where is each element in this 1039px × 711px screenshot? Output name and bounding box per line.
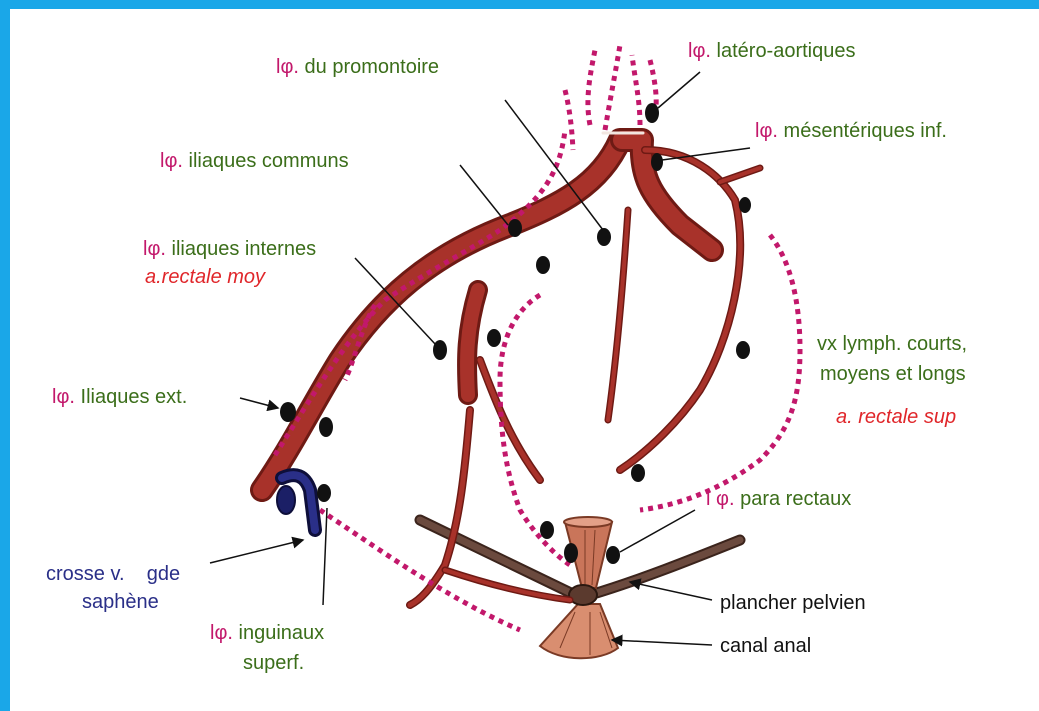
arteries (262, 133, 760, 605)
label-iliaques-communs: lφ. iliaques communs (160, 150, 349, 172)
label-iliaques-ext: lφ. Iliaques ext. (52, 386, 187, 408)
label-text: iliaques internes (172, 238, 317, 260)
label-prefix: lφ. (276, 56, 299, 78)
label-rectale-moy: a.rectale moy (145, 266, 265, 288)
label-prefix: lφ. (160, 150, 183, 172)
label-rectale-sup: a. rectale sup (836, 406, 956, 428)
label-inguinaux-line1: lφ. inguinaux (210, 622, 324, 644)
label-inguinaux-line2: superf. (243, 652, 304, 674)
label-vx-lymph-line1: vx lymph. courts, (817, 333, 967, 355)
label-promontoire: lφ. du promontoire (276, 56, 439, 78)
label-para-rectaux: l φ. para rectaux (706, 488, 851, 510)
label-prefix: lφ. (688, 40, 711, 62)
label-mesenteriques: lφ. mésentériques inf. (755, 120, 947, 142)
label-latero-aortiques: lφ. latéro-aortiques (688, 40, 856, 62)
label-canal-anal: canal anal (720, 635, 811, 657)
label-text: Iliaques ext. (81, 386, 188, 408)
label-text: iliaques communs (189, 150, 349, 172)
label-text: para rectaux (740, 488, 851, 510)
label-text: latéro-aortiques (717, 40, 856, 62)
saphenous-vein (277, 475, 315, 530)
label-prefix: lφ. (210, 622, 233, 644)
label-text: mésentériques inf. (784, 120, 947, 142)
label-iliaques-internes: lφ. iliaques internes (143, 238, 316, 260)
label-crosse-line1: crosse v. gde (46, 563, 180, 585)
label-plancher-pelvien: plancher pelvien (720, 592, 866, 614)
label-crosse-line2: saphène (82, 591, 159, 613)
label-prefix: lφ. (755, 120, 778, 142)
label-vx-lymph-line2: moyens et longs (820, 363, 966, 385)
label-text: du promontoire (305, 56, 440, 78)
label-text: inguinaux (239, 622, 325, 644)
label-prefix: lφ. (52, 386, 75, 408)
label-prefix: l φ. (706, 488, 735, 510)
label-prefix: lφ. (143, 238, 166, 260)
